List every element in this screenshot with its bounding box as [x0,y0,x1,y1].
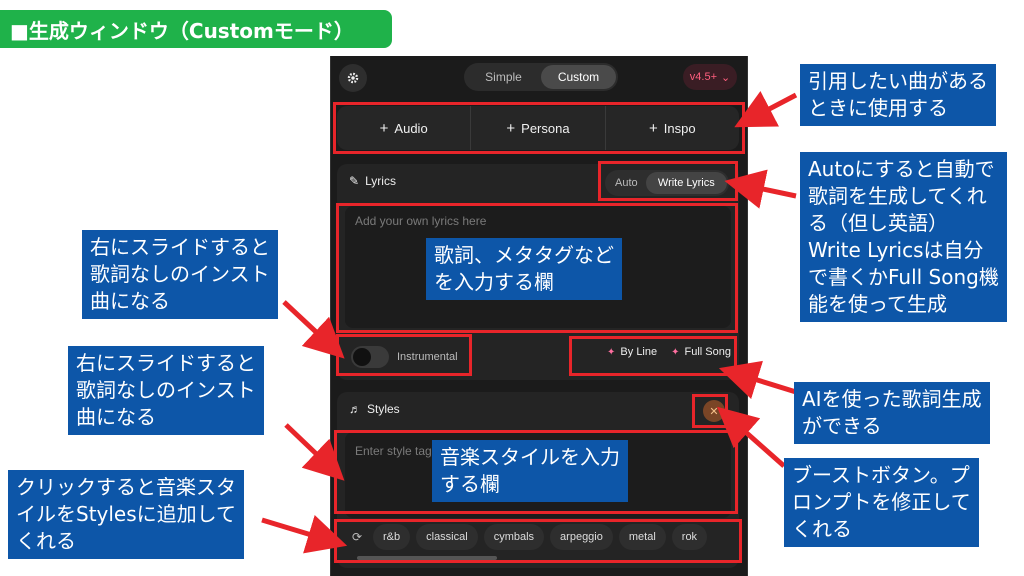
highlight-lyrics-mode [598,161,738,201]
note-lyrics-field: 歌詞、メタタグなど を入力する欄 [426,238,622,300]
highlight-boost [692,394,728,428]
lyrics-mode-auto[interactable]: Auto [615,177,638,189]
note-line: 曲になる [76,405,156,429]
note-line: Write Lyricsは自分 [808,238,984,262]
note-line: 歌詞を生成してくれ [808,184,987,208]
highlight-add-bar [333,102,745,154]
lyrics-mode-switch: Auto Write Lyrics [605,170,729,196]
tab-custom[interactable]: Custom [541,65,616,89]
note-line: 右にスライドすると [76,351,256,375]
note-instrumental-1: 右にスライドすると 歌詞なしのインスト 曲になる [82,230,278,319]
version-label: v4.5+ [689,71,717,83]
note-ai-lyrics: AIを使った歌詞生成 ができる [794,382,990,444]
note-line: AIを使った歌詞生成 [802,387,982,411]
style-tag-list: ⟳ r&b classical cymbals arpeggio metal r… [347,524,737,550]
full-song-label: Full Song [684,346,731,358]
styles-header: ♬ Styles [349,402,400,416]
note-line: くれる [792,517,852,541]
settings-button[interactable] [339,64,367,92]
plus-icon: + [649,119,658,137]
lyrics-icon: ✎ [349,174,360,188]
note-line: 曲になる [90,289,170,313]
add-audio-label: Audio [394,120,428,136]
highlight-tags [334,519,742,563]
style-tag[interactable]: classical [416,524,478,550]
lyrics-header: ✎ Lyrics [349,174,396,188]
note-line: ときに使用する [808,96,948,120]
add-bar: + Audio + Persona + Inspo [337,106,739,150]
mode-switch: Simple Custom [464,63,618,91]
note-line: 音楽スタイルを入力 [440,445,620,469]
lyrics-label: Lyrics [365,174,396,188]
chevron-down-icon: ⌄ [721,71,731,84]
add-audio-button[interactable]: + Audio [337,106,472,150]
music-note-icon: ♬ [349,402,361,416]
highlight-instrumental [336,334,472,376]
note-inspo: 引用したい曲がある ときに使用する [800,64,996,126]
by-line-button[interactable]: ✦ By Line [607,346,657,358]
note-auto-mode: Autoにすると自動で 歌詞を生成してくれ る（但し英語） Write Lyri… [800,152,1007,322]
note-line: 歌詞なしのインスト [76,378,256,402]
note-line: を入力する欄 [434,270,554,294]
instrumental-label: Instrumental [397,351,458,363]
note-line: する欄 [440,472,500,496]
plus-icon: + [379,119,389,137]
sparkle-icon: ✦ [671,346,680,358]
style-tag[interactable]: rok [671,524,708,550]
add-persona-label: Persona [521,120,570,136]
highlight-lyrics-input [336,203,738,333]
styles-label: Styles [367,402,400,416]
add-persona-button[interactable]: + Persona [471,106,606,150]
note-boost: ブーストボタン。プ ロンプトを修正して くれる [784,458,979,547]
note-line: 歌詞、メタタグなど [434,243,614,267]
lyrics-mode-write[interactable]: Write Lyrics [645,172,727,194]
note-instrumental-2: 右にスライドすると 歌詞なしのインスト 曲になる [68,346,264,435]
magic-wand-icon: ✕ [709,405,719,418]
sparkle-icon: ✦ [607,346,616,358]
version-select[interactable]: v4.5+ ⌄ [683,64,737,90]
highlight-generate-buttons [569,336,737,376]
toggle-knob [353,348,371,366]
style-tag[interactable]: arpeggio [550,524,613,550]
refresh-icon[interactable]: ⟳ [351,530,363,544]
note-line: 引用したい曲がある [808,69,988,93]
note-line: ブーストボタン。プ [792,463,970,487]
note-line: イルをStylesに追加して [16,502,237,526]
note-line: くれる [16,529,76,553]
note-line: 歌詞なしのインスト [90,262,270,286]
style-tag[interactable]: r&b [373,524,411,550]
note-style-field: 音楽スタイルを入力 する欄 [432,440,628,502]
note-line: ロンプトを修正して [792,490,971,514]
note-line: クリックすると音楽スタ [16,475,236,499]
full-song-button[interactable]: ✦ Full Song [671,346,731,358]
style-tag[interactable]: cymbals [483,524,545,550]
generate-window: Simple Custom v4.5+ ⌄ + Audio + Persona … [330,56,748,576]
instrumental-toggle[interactable] [351,346,389,368]
by-line-label: By Line [620,346,658,358]
note-line: 右にスライドすると [90,235,270,259]
add-inspo-button[interactable]: + Inspo [606,106,739,150]
gear-icon [347,72,359,84]
note-line: で書くかFull Song機 [808,265,999,289]
plus-icon: + [506,119,516,137]
instrumental-control: Instrumental [351,346,458,368]
note-line: 能を使って生成 [808,292,947,316]
tab-simple[interactable]: Simple [485,70,522,84]
lyrics-generate-buttons: ✦ By Line ✦ Full Song [607,346,731,358]
note-line: る（但し英語） [808,211,948,235]
style-tag[interactable]: metal [618,524,666,550]
note-line: Autoにすると自動で [808,157,995,181]
page-title: ■生成ウィンドウ（Customモード） [0,10,392,48]
styles-card: ♬ Styles ✕ Enter style tags ⟳ r&b classi… [337,392,739,568]
note-line: ができる [802,414,882,438]
add-inspo-label: Inspo [663,120,696,136]
tag-scrollbar[interactable] [357,556,497,560]
note-style-tags: クリックすると音楽スタ イルをStylesに追加して くれる [8,470,245,559]
